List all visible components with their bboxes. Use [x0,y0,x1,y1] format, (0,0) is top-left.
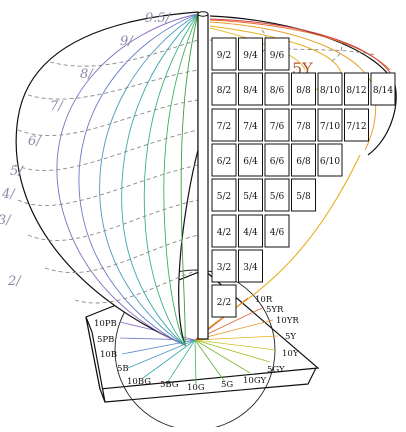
chip-label: 8/10 [320,86,340,96]
chip-grid: 9/2 9/4 9/6 8/2 8/4 8/6 8/8 8/10 8/12 8/14 7/2 7/4 7… [212,38,395,317]
color-chip: 7/4 [239,109,263,141]
hue-label: 5GY [267,365,285,375]
chip-label: 5/2 [217,192,231,202]
chip-label: 6/10 [320,157,340,167]
color-chip: 9/4 [239,38,263,70]
hue-label: 10GY [243,376,266,386]
chip-label: 9/2 [217,51,231,61]
chip-label: 3/2 [217,263,231,273]
chip-label: 5/6 [270,192,285,202]
hue-label: 10Y [282,349,299,359]
chip-label: 8/8 [296,86,311,96]
chip-label: 8/4 [243,86,258,96]
hue-label: 5BG [160,380,179,390]
chip-label: 8/6 [270,86,285,96]
chip-label: 7/4 [243,122,258,132]
color-chip: 7/10 [318,109,342,141]
color-chip: 5/8 [292,179,316,211]
chip-label: 9/4 [243,51,258,61]
chip-label: 7/12 [346,122,366,132]
hue-label: 10B [100,350,117,360]
color-chip: 2/2 [212,285,236,317]
hue-label: 10R [255,295,273,305]
hue-label: 10G [187,383,205,393]
value-label: 4/ [1,187,16,202]
chip-label: 4/4 [243,228,258,238]
hue-label: 5Y [285,332,296,342]
color-chip: 6/10 [318,144,342,176]
color-chip: 6/6 [265,144,289,176]
color-chip: 7/2 [212,109,236,141]
hue-label: 10BG [127,377,151,387]
color-chip: 6/2 [212,144,236,176]
value-label: 2/ [7,274,22,289]
value-label: 7/ [50,99,64,114]
color-chip: 4/6 [265,215,289,247]
value-label: 6/ [28,134,42,149]
chip-label: 7/6 [270,122,285,132]
color-chip: 6/8 [292,144,316,176]
hue-label: 5G [221,380,233,390]
left-solid-outline [16,12,198,345]
color-chip: 4/4 [239,215,263,247]
color-chip: 8/6 [265,73,289,105]
color-chip: 5/2 [212,179,236,211]
chip-label: 8/2 [217,86,231,96]
color-chip: 3/4 [239,250,263,282]
color-chip: 7/6 [265,109,289,141]
chip-label: 7/8 [296,122,311,132]
color-chip: 6/4 [239,144,263,176]
color-chip: 5/4 [239,179,263,211]
value-label: 5/ [10,164,24,179]
chip-label: 4/6 [270,228,285,238]
color-chip: 8/10 [318,73,342,105]
chip-label: 9/6 [270,51,285,61]
chip-label: 5/8 [296,192,311,202]
chip-label: 8/12 [346,86,366,96]
color-chip: 4/2 [212,215,236,247]
color-chip: 8/12 [345,73,369,105]
chip-label: 3/4 [243,263,258,273]
hue-label: 5B [117,364,129,374]
chip-label: 6/6 [270,157,285,167]
color-chip: 5/6 [265,179,289,211]
value-label: 8/ [80,67,94,82]
color-chip: 9/6 [265,38,289,70]
hue-label: 5PB [97,335,114,345]
chip-label: 6/2 [217,157,231,167]
color-chip: 8/14 [371,73,395,105]
hue-label: 10PB [94,319,117,329]
value-label: 9/ [120,34,134,49]
chip-label: 7/2 [217,122,231,132]
chip-label: 6/4 [243,157,258,167]
value-label: 3/ [0,213,12,228]
color-chip: 7/12 [345,109,369,141]
color-chip: 7/8 [292,109,316,141]
color-chip: 8/4 [239,73,263,105]
value-axis [198,12,208,339]
color-chip: 9/2 [212,38,236,70]
chip-label: 4/2 [217,228,231,238]
color-chip: 8/8 [292,73,316,105]
hue-label: 5YR [266,305,284,315]
hue-label: 10YR [276,316,299,326]
chip-label: 6/8 [296,157,311,167]
chip-label: 5/4 [243,192,258,202]
chip-label: 2/2 [217,298,231,308]
color-chip: 3/2 [212,250,236,282]
chip-label: 8/14 [373,86,393,96]
value-label: 9.5/ [145,11,172,26]
chip-label: 7/10 [320,122,340,132]
color-chip: 8/2 [212,73,236,105]
